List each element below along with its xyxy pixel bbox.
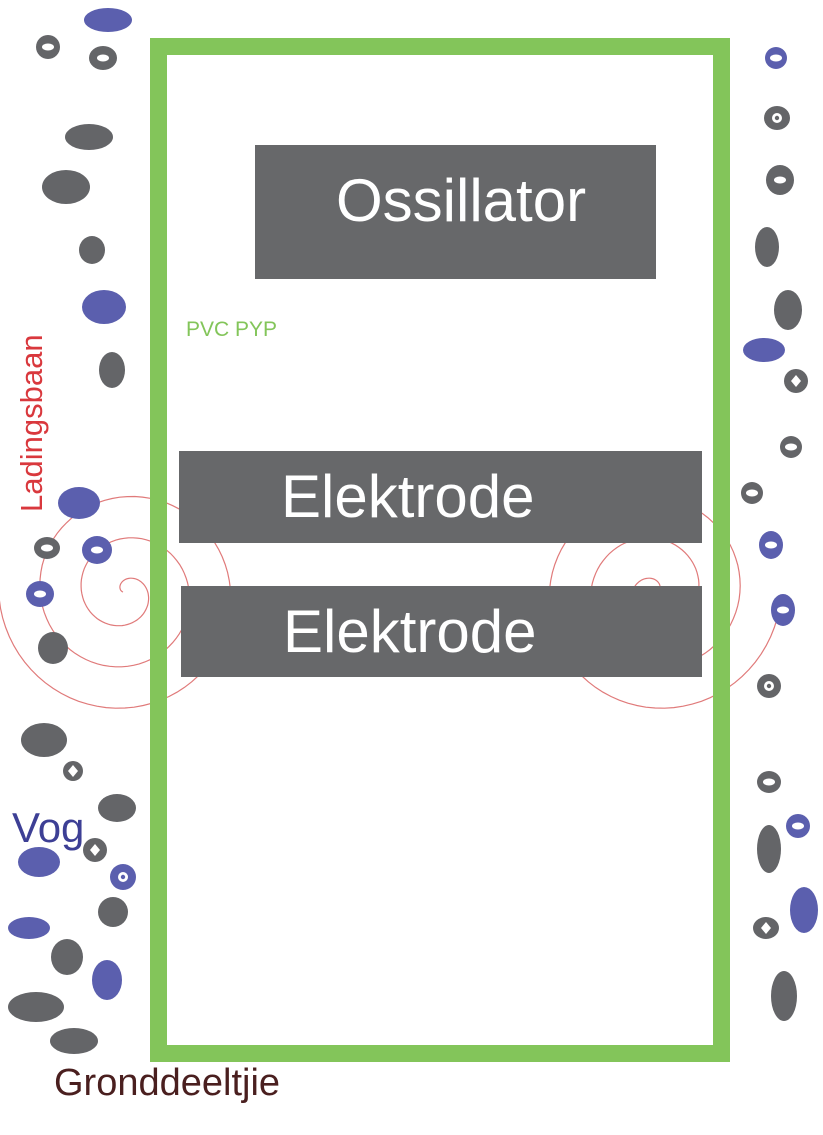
particle [771,594,795,626]
particle [757,825,781,873]
particle [63,761,83,781]
particle [79,236,105,264]
particle [780,436,802,458]
particle [99,352,125,388]
particle [771,971,797,1021]
particle [757,771,781,793]
moisture-label: Vog [12,804,85,851]
particle [765,47,787,69]
oscillator-label: Ossillator [336,167,587,234]
particle [790,887,818,933]
particle [92,960,122,1000]
particle [753,917,779,939]
particle [89,46,117,70]
electrode-bottom: Elektrode [181,586,702,677]
particle [743,338,785,362]
particle [65,124,113,150]
particle [84,8,132,32]
particle [759,531,783,559]
particle [98,897,128,927]
particle [82,536,112,564]
pvc-pipe [150,38,730,1062]
particle [51,939,83,975]
electrode-bottom-label: Elektrode [283,598,537,665]
particle [8,917,50,939]
soil-particle-label: Gronddeeltjie [54,1062,281,1104]
soil-particles [8,8,818,1054]
particle [42,170,90,204]
charge-path-label: Ladingsbaan [14,334,49,512]
particle [110,864,136,890]
particle [766,165,794,195]
particle [18,847,60,877]
particle [26,581,54,607]
electrode-top-label: Elektrode [281,463,535,530]
electrode-top: Elektrode [179,451,702,543]
particle [38,632,68,664]
particle [784,369,808,393]
particle [34,537,60,559]
particle [82,290,126,324]
particle [757,674,781,698]
particle [36,35,60,59]
particle [755,227,779,267]
particle [58,487,100,519]
particle [83,838,107,862]
particle [741,482,763,504]
oscillator-block: Ossillator [255,145,656,279]
particle [98,794,136,822]
particle [774,290,802,330]
pvc-pipe-label: PVC PYP [186,318,278,341]
particle [786,814,810,838]
particle [8,992,64,1022]
particle [21,723,67,757]
particle [50,1028,98,1054]
particle [764,106,790,130]
